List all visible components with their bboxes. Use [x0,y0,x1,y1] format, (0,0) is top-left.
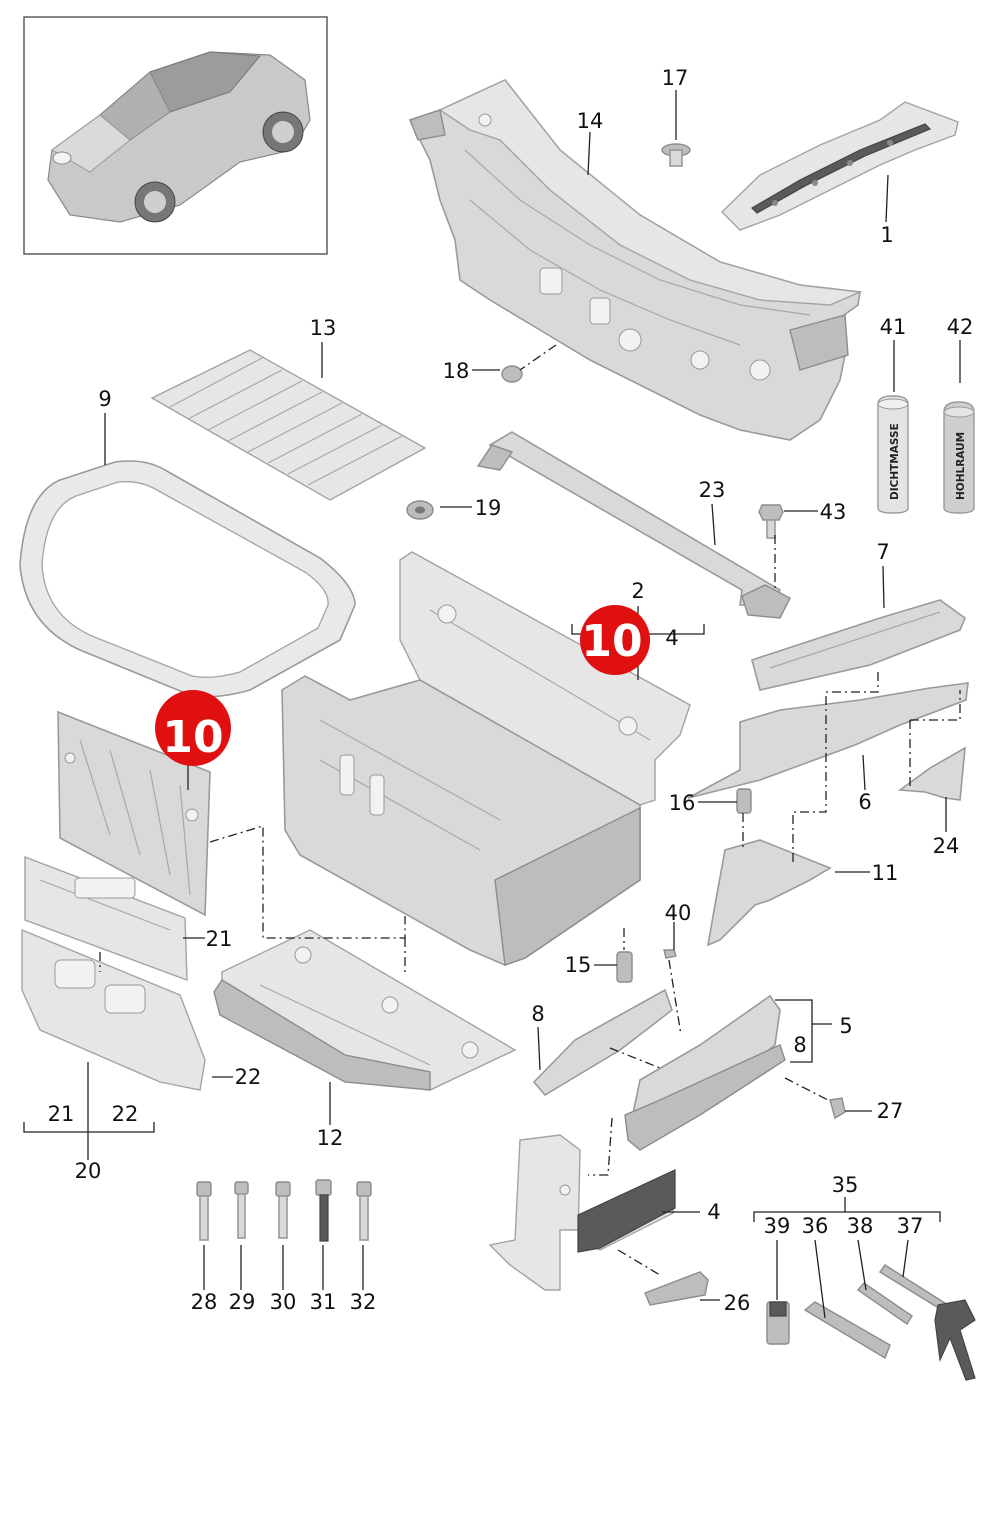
part-15-sleeve [616,951,633,983]
callout-39: 39 [764,1214,791,1238]
part-22-panel [21,928,206,1091]
badge-10-top: 10 [580,605,650,675]
part-5-member-assembly [624,994,786,1151]
badge-10-top-text: 10 [581,616,642,667]
can-42-label: HOHLRAUM [955,432,967,500]
part-39-vial [766,1301,790,1345]
bolt-31 [315,1179,332,1242]
callout-13: 13 [310,316,337,340]
bolts-28-32 [196,1179,372,1242]
callout-28: 28 [191,1290,218,1314]
part-2-trunk-assembly [281,551,691,966]
bolt-29 [234,1181,249,1239]
badge-10-left-text: 10 [162,712,223,763]
part-40-bolt [663,949,677,959]
vehicle-thumbnail [23,16,328,255]
callout-labels: 17 14 1 13 41 42 18 9 19 23 43 7 2 4 16 … [48,66,974,1315]
can-41-label: DICHTMASSE [889,423,901,500]
part-10-left-panel [57,710,211,917]
callout-14: 14 [577,109,604,133]
callout-19: 19 [475,496,502,520]
callout-17: 17 [662,66,689,90]
part-23-crossmember [476,431,791,619]
part-7-member [751,599,966,691]
callout-4-top: 4 [665,626,678,650]
callout-6: 6 [858,790,871,814]
part-42-can: HOHLRAUM [943,401,975,514]
bolt-32 [356,1181,372,1241]
callout-7: 7 [876,540,889,564]
callout-4-bottom: 4 [707,1200,720,1224]
callout-40: 40 [665,901,692,925]
part-11-mount [706,839,832,947]
part-41-can: DICHTMASSE [877,395,909,514]
callout-24: 24 [933,834,960,858]
part-24-bracket [897,746,966,801]
callout-22-bottom: 22 [112,1102,139,1126]
badge-10-left: 10 [155,690,231,766]
part-9-frame [19,460,356,698]
bolt-28 [196,1181,212,1241]
callout-16: 16 [669,791,696,815]
callout-21-bottom: 21 [48,1102,75,1126]
part-27-clip [829,1097,846,1120]
part-6-member [687,682,969,799]
part-4-pillar [488,1134,676,1291]
part-17-clip [661,143,691,167]
callout-1: 1 [880,223,893,247]
callout-42: 42 [947,315,974,339]
part-16-sleeve [736,788,752,814]
leader-lines [23,90,961,1319]
part-13-floor-panel [150,349,427,501]
part-8-member-left [532,988,673,1097]
callout-32: 32 [350,1290,377,1314]
part-37-gun [878,1264,976,1381]
connector-lines [99,344,961,1276]
part-1-reinforcement-strip [721,101,959,231]
callout-26: 26 [724,1291,751,1315]
callout-37: 37 [897,1214,924,1238]
part-38-nozzle [856,1282,913,1325]
part-36-tube [803,1301,891,1360]
callout-41: 41 [880,315,907,339]
callout-15: 15 [565,953,592,977]
part-18-plug [501,365,523,383]
callout-18: 18 [443,359,470,383]
callout-2: 2 [631,579,644,603]
part-21-panel [24,855,188,982]
callout-20: 20 [75,1159,102,1183]
callout-23: 23 [699,478,726,502]
callout-30: 30 [270,1290,297,1314]
callout-8-right: 8 [793,1033,806,1057]
callout-38: 38 [847,1214,874,1238]
callout-31: 31 [310,1290,337,1314]
callout-21-right: 21 [206,927,233,951]
callout-8-left: 8 [531,1002,544,1026]
bolt-30 [275,1181,291,1239]
callout-36: 36 [802,1214,829,1238]
callout-35: 35 [832,1173,859,1197]
callout-27: 27 [877,1099,904,1123]
part-12-floor [213,929,517,1091]
callout-43: 43 [820,500,847,524]
callout-12: 12 [317,1126,344,1150]
callout-11: 11 [872,861,899,885]
callout-22-right: 22 [235,1065,262,1089]
callout-5: 5 [839,1014,852,1038]
callout-9: 9 [98,387,111,411]
part-43-bolt [758,504,784,539]
part-19-grommet [406,500,434,520]
part-14-bulkhead [408,79,863,441]
part-26-bracket [644,1271,709,1306]
callout-29: 29 [229,1290,256,1314]
